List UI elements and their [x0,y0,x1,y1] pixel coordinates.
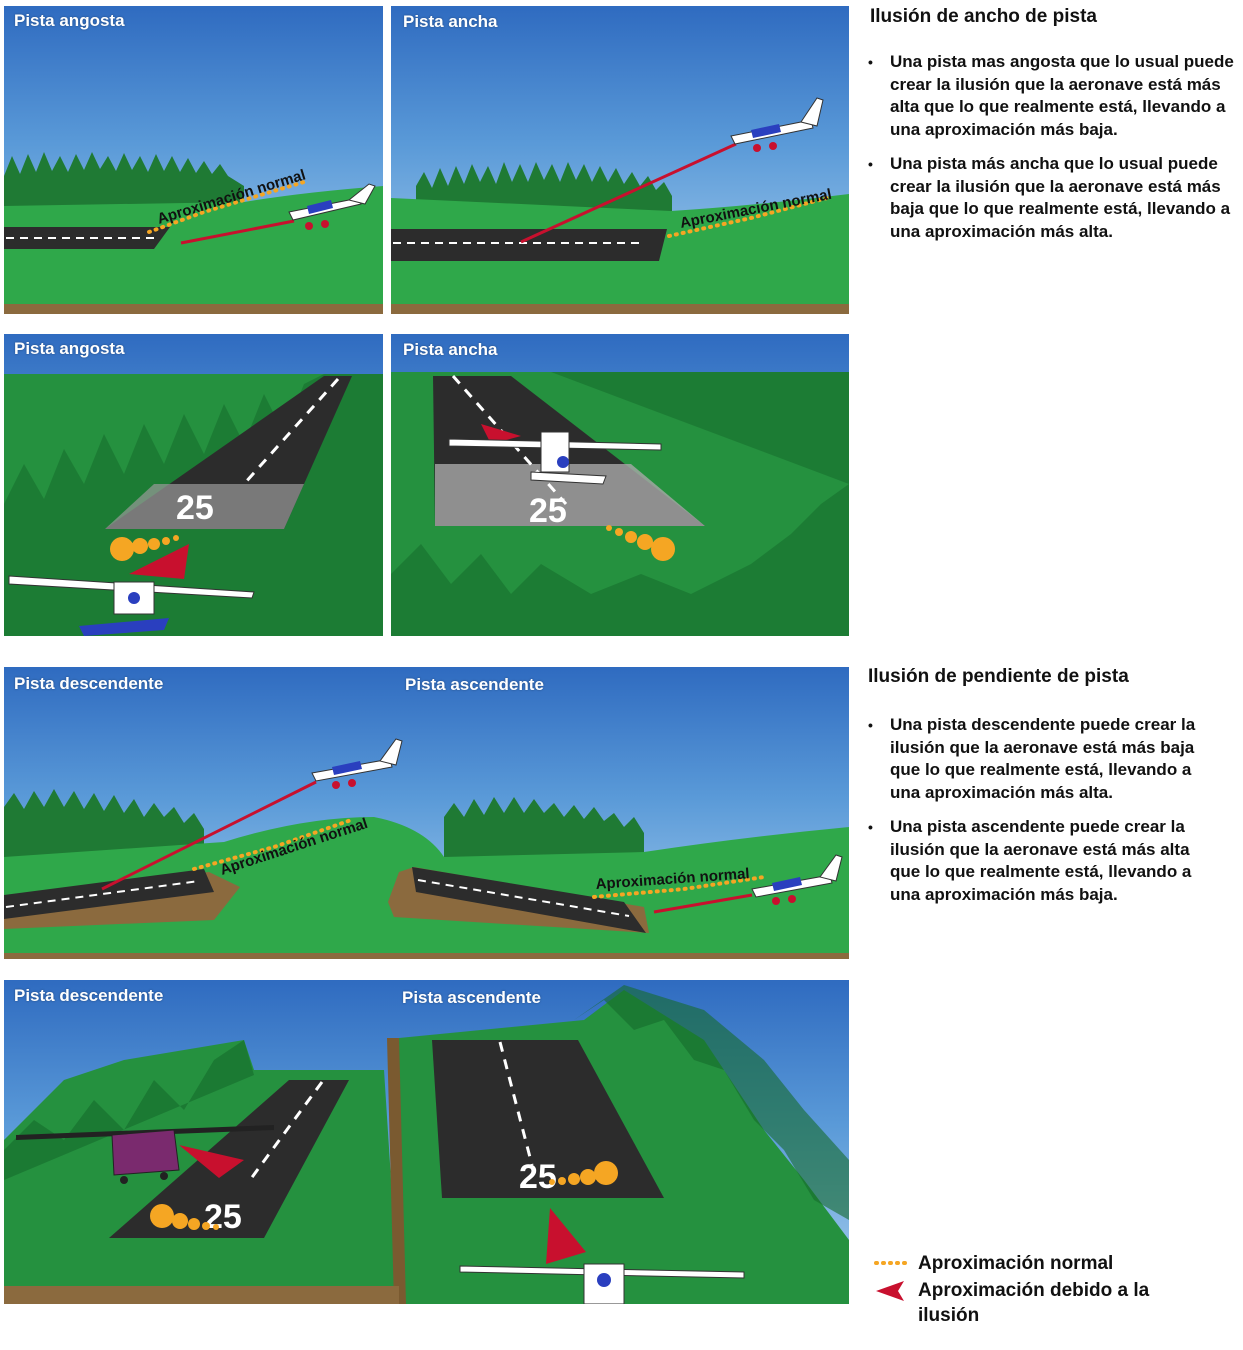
panel-label-left: Pista descendente [14,674,164,693]
tree-line [4,152,244,216]
panel-wide-side-scene: Aproximación normal [391,97,849,314]
bullet-text: Una pista mas angosta que lo usual puede… [890,52,1234,139]
runway-threshold-area [105,484,304,529]
runway-number-right: 25 [519,1158,557,1196]
tree-icon [391,372,849,636]
bullet-item: • Una pista mas angosta que lo usual pued… [868,51,1234,141]
bullet-item: • Una pista ascendente puede crear la ilu… [868,816,1218,906]
legend-illusion-label: Aproximación debido a la ilusión [918,1280,1150,1326]
legend-normal-label: Aproximación normal [918,1253,1114,1274]
panel-label-left: Pista descendente [14,986,164,1005]
width-illusion-bullets: • Una pista mas angosta que lo usual pued… [868,51,1234,255]
runway-ascending [432,1040,664,1198]
dirt-strip [4,1286,399,1304]
illusion-approach-line [520,142,737,244]
airplane-icon [16,1125,274,1184]
panel-label: Pista angosta [14,339,125,358]
bullet-text: Una pista descendente puede crear la ilu… [890,715,1196,802]
bullet-item: • Una pista más ancha que lo usual puede … [868,153,1234,243]
airplane-icon [288,183,376,230]
panel-slope-side: Aproximación normal Aproximación normal … [4,667,849,959]
normal-approach-dots [192,817,356,871]
tree-icon [574,985,849,1220]
bullet-text: Una pista más ancha que lo usual puede c… [890,154,1231,241]
bullet-text: Una pista ascendente puede crear la ilus… [890,817,1192,904]
panel-label: Pista angosta [14,11,125,30]
normal-approach-dots [147,180,306,234]
runway-centerline [242,377,340,486]
red-arrow-icon [546,1208,586,1264]
red-arrow-icon [129,544,189,579]
illusion-approach-line [101,780,317,891]
panel-slope-side-scene: Aproximación normal Aproximación normal [4,738,849,959]
normal-approach-balls [549,1161,618,1185]
panel-narrow-side-scene: Aproximación normal [4,152,383,314]
normal-approach-balls [606,525,675,561]
dirt-strip [391,304,849,314]
width-illusion-title: Ilusión de ancho de pista [870,6,1097,27]
runway-threshold-area [435,464,705,526]
panel-narrow-pilot: 25 Pista angosta [4,334,383,636]
bullet-item: • Una pista descendente puede crear la il… [868,714,1218,804]
runway-centerline [417,879,630,917]
panel-slope-pilot-scene: 25 25 [4,985,849,1304]
runway-number-left: 25 [204,1198,242,1236]
normal-approach-balls [110,535,179,561]
panel-wide-side: Aproximación normal Pista ancha [391,6,849,314]
airplane-icon [730,97,824,152]
illusion-approach-line [653,893,753,914]
bullet-icon: • [868,156,873,172]
panel-label-right: Pista ascendente [402,988,541,1007]
panel-narrow-pilot-scene: 25 [4,374,383,636]
normal-approach-dots [592,875,766,899]
dotted-line-icon [874,1251,918,1276]
red-arrow-icon [874,1278,918,1303]
grass-ground [4,186,383,314]
red-arrow-icon [179,1145,244,1178]
normal-approach-balls [150,1204,219,1230]
panel-slope-pilot: 25 25 Pista descendente Pista ascendente [4,980,849,1304]
runway [391,229,667,261]
airplane-icon [8,575,255,636]
runway-centerline [498,1041,534,1166]
legend-normal: Aproximación normal [874,1251,1214,1276]
red-arrow-icon [481,424,521,444]
airplane-icon [311,738,403,789]
runway-number: 25 [529,492,567,530]
runway [4,227,170,249]
runway-centerline [5,880,200,908]
runway-centerline [248,1081,324,1181]
legend-illusion: Aproximación debido a la ilusión [874,1278,1214,1328]
dirt-strip [4,304,383,314]
slope-illusion-bullets: • Una pista descendente puede crear la il… [868,714,1218,918]
runway-ascending [412,867,646,933]
panel-narrow-side: Aproximación normal Pista angosta [4,6,383,314]
bullet-icon: • [868,819,873,835]
panel-label-right: Pista ascendente [405,675,544,694]
panel-label: Pista ancha [403,12,498,31]
bullet-icon: • [868,54,873,70]
illusion-approach-line [180,219,295,245]
panel-label: Pista ancha [403,340,498,359]
tree-icon [4,1040,254,1180]
runway-number: 25 [176,489,214,527]
airplane-icon [751,854,843,905]
panel-wide-pilot: 25 Pista ancha [391,334,849,636]
normal-approach-dots [667,196,829,238]
dirt-strip [4,953,849,959]
slope-illusion-title: Ilusión de pendiente de pista [868,666,1129,687]
airplane-icon [459,1263,745,1304]
airplane-icon [448,431,662,485]
runway-ascending-cliff [387,1038,406,1304]
panel-wide-pilot-scene: 25 [391,372,849,636]
bullet-icon: • [868,717,873,733]
